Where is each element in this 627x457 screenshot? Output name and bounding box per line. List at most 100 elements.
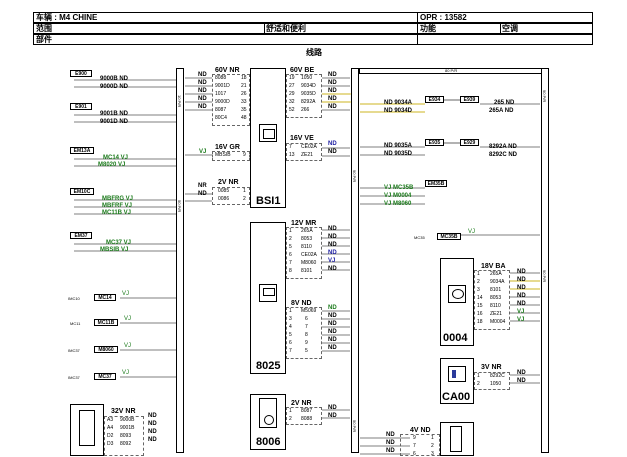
pin: 2 xyxy=(477,381,480,387)
pin: 8110 xyxy=(301,244,312,250)
link-8292c: 8292C ND xyxy=(489,152,518,158)
c12vmr-frame xyxy=(286,227,322,279)
section-title: 线路 xyxy=(306,48,322,57)
connector-em10c[interactable]: EM10C xyxy=(70,188,94,195)
mc35-label: MC35 xyxy=(414,235,425,240)
wire-9000b: 9000B ND xyxy=(100,76,129,82)
wire-label: ND xyxy=(517,378,526,384)
display-panel-icon xyxy=(448,285,466,303)
small-conn-box-2[interactable]: MC11B xyxy=(94,319,118,326)
wire-9001d: 9001D ND xyxy=(100,119,129,125)
subcategory-label: 舒适和便利 xyxy=(266,24,306,33)
connector-e929[interactable]: E929 xyxy=(460,139,479,146)
wire-label: ND xyxy=(517,277,526,283)
wire-label: ND xyxy=(198,72,207,78)
pin: 19 xyxy=(289,75,295,81)
pin: 7 xyxy=(289,260,292,266)
header-row-3: 部件 xyxy=(33,34,593,45)
pin: M8060 xyxy=(301,260,317,266)
wire-9001b: 9001B ND xyxy=(100,111,129,117)
small-conn-box-4[interactable]: MC37 xyxy=(94,373,116,380)
link-9034d: ND 9034D xyxy=(384,108,413,114)
header-row-1: 车辆 : M4 CHINE OPR : 13582 xyxy=(33,12,593,23)
pin: 8292A xyxy=(301,99,316,105)
function-value: 空调 xyxy=(502,24,518,33)
c18vba-title: 18V BA xyxy=(481,263,506,270)
pin: 7 xyxy=(289,348,292,354)
pin: 29 xyxy=(289,91,295,97)
pin: 21 xyxy=(241,83,247,89)
small-conn-box-1[interactable]: MC14 xyxy=(94,294,116,301)
wire-label: ND xyxy=(328,80,337,86)
pin: 8092 xyxy=(120,441,132,447)
small-conn-wire-3: VJ xyxy=(124,343,132,349)
pin: 8292C xyxy=(490,373,505,379)
connector-em37[interactable]: EM37 xyxy=(70,232,92,239)
right-bus-label-2: 90 P/R xyxy=(542,270,547,283)
pin: 8053 xyxy=(490,295,502,301)
connector-e935[interactable]: E935 xyxy=(425,139,444,146)
c60vnr-title: 60V NR xyxy=(215,67,240,74)
pin: 6 xyxy=(413,451,416,457)
pin: 52 xyxy=(289,107,295,113)
pin: 8 xyxy=(289,268,292,274)
pin: 1017 xyxy=(215,91,227,97)
c2vnr-8006-title: 2V NR xyxy=(291,400,312,407)
link-265a: 265A ND xyxy=(489,108,514,114)
pin: 16 xyxy=(477,311,483,317)
wire-label: ND xyxy=(328,104,337,110)
pin: 2 xyxy=(289,416,292,422)
wire-label: ND xyxy=(386,432,395,438)
pin: 48 xyxy=(241,115,247,121)
c16vgr-title: 16V GR xyxy=(215,144,240,151)
wire-label: ND xyxy=(198,80,207,86)
link-9035d: ND 9035D xyxy=(384,151,413,157)
wire-label: ND xyxy=(328,250,337,256)
pin: 18 xyxy=(477,319,483,325)
pin: 1 xyxy=(289,228,292,234)
pin: 5 xyxy=(289,244,292,250)
pin: 1050 xyxy=(490,381,502,387)
opr-label: OPR : 13582 xyxy=(420,13,467,22)
pin: 26 xyxy=(241,91,247,97)
link-m0004: VJ M0004 xyxy=(384,193,412,199)
c2vnr-frame xyxy=(212,187,250,205)
pin: 9 xyxy=(413,435,416,441)
wire-label: VJ xyxy=(517,309,525,315)
wire-label: ND xyxy=(328,313,337,319)
pin: A3 xyxy=(107,417,114,423)
c3vnr-title: 3V NR xyxy=(481,364,502,371)
connector-e900[interactable]: E900 xyxy=(70,70,92,77)
pin: 3 xyxy=(477,287,480,293)
pin: 14 xyxy=(477,295,483,301)
module-8025-label: 8025 xyxy=(256,360,281,372)
wire-label: ND xyxy=(148,421,157,427)
wire-label: ND xyxy=(198,96,207,102)
connector-mc35b[interactable]: MC35B xyxy=(437,233,461,240)
pin: 13 xyxy=(289,152,295,158)
wire-label: ND xyxy=(328,226,337,232)
link-m8060: VJ M8060 xyxy=(384,201,412,207)
wire-mbfrf: MBFRF VJ xyxy=(102,203,132,209)
pin: 8 xyxy=(305,332,308,338)
wire-mbsib: MBSIB VJ xyxy=(100,247,129,253)
connector-em13a[interactable]: EM13A xyxy=(70,147,94,154)
pin: 9001D xyxy=(215,83,230,89)
link-mc35b: VJ MC35B xyxy=(384,185,414,191)
pin: 9034A xyxy=(490,279,505,285)
connector-e939[interactable]: E939 xyxy=(460,96,479,103)
pin: 1 xyxy=(243,188,246,194)
connector-e934[interactable]: E934 xyxy=(425,96,444,103)
c16vve-frame xyxy=(286,143,322,161)
pin: 9001B xyxy=(120,425,135,431)
pin: 5 xyxy=(305,348,308,354)
connector-em35b[interactable]: EM35B xyxy=(425,180,447,187)
right-bus-label-1: 90 P/R xyxy=(542,90,547,103)
wire-label: ND xyxy=(328,242,337,248)
pin: 266 xyxy=(301,107,310,113)
pin: 0086 xyxy=(218,196,230,202)
wire-label: ND xyxy=(148,429,157,435)
connector-e901[interactable]: E901 xyxy=(70,103,92,110)
small-conn-box-3[interactable]: M8060 xyxy=(94,346,118,353)
